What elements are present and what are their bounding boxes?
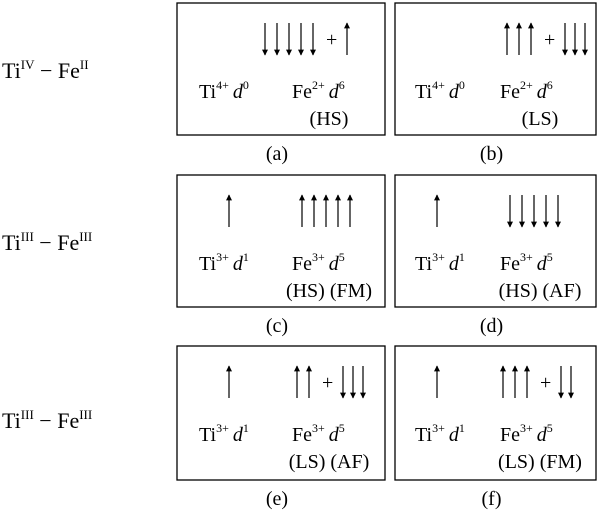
ti-ion-label-symbol: Ti <box>415 424 433 446</box>
spin-state-label: (HS) (AF) <box>499 280 582 302</box>
fe-ion-label-orbital: d <box>537 424 548 446</box>
spin-state-label: (LS) <box>522 108 559 130</box>
ti-ion-label-charge: 4+ <box>432 78 445 92</box>
panel-frame <box>176 345 386 481</box>
ti-ion-label-electrons: 1 <box>243 421 249 435</box>
ti-ion-label: Ti4+ d0 <box>415 78 465 103</box>
ti-ion-label-orbital: d <box>233 253 244 275</box>
fe-ion-label-charge: 2+ <box>520 78 533 92</box>
fe-ion-label-orbital: d <box>329 253 340 275</box>
fe-ion-label: Fe2+ d6 <box>500 78 553 103</box>
panel-caption: (f) <box>482 488 502 510</box>
fe-ion-label-symbol: Fe <box>500 253 520 275</box>
ti-ion-label-symbol: Ti <box>415 253 433 275</box>
fe-ion-label-charge: 2+ <box>312 78 325 92</box>
fe-ion-label: Fe3+ d5 <box>500 250 553 275</box>
ti-ion-label-charge: 3+ <box>432 250 445 264</box>
ti-ion-label-orbital: d <box>449 253 460 275</box>
spin-state-label: (LS) (FM) <box>498 451 582 473</box>
ti-ion-label-symbol: Ti <box>199 424 217 446</box>
plus-sign: + <box>540 372 551 394</box>
fe-ion-label: Fe3+ d5 <box>292 421 345 446</box>
fe-ion-label-orbital: d <box>329 81 340 103</box>
fe-ion-label-charge: 3+ <box>312 421 325 435</box>
fe-ion-label-electrons: 6 <box>547 78 553 92</box>
row-label-ti3-fe3-hs: TiIII − FeIII <box>2 229 92 255</box>
panel-frame <box>394 345 597 481</box>
ti-ion-label-orbital: d <box>449 81 460 103</box>
panel-caption: (b) <box>480 143 503 165</box>
panel-caption: (e) <box>266 488 288 510</box>
ti-ion-label-charge: 3+ <box>432 421 445 435</box>
spin-state-label: (HS) (FM) <box>286 280 372 302</box>
fe-ion-label-symbol: Fe <box>292 81 312 103</box>
plus-sign: + <box>326 29 337 51</box>
ti-ion-label-electrons: 1 <box>459 250 465 264</box>
fe-ion-label-charge: 3+ <box>520 421 533 435</box>
fe-ion-label-symbol: Fe <box>292 424 312 446</box>
panel-caption: (d) <box>480 315 503 337</box>
ti-ion-label-symbol: Ti <box>199 81 217 103</box>
fe-ion-label-charge: 3+ <box>312 250 325 264</box>
fe-ion-label-electrons: 6 <box>339 78 345 92</box>
ti-ion-label-charge: 4+ <box>216 78 229 92</box>
plus-sign: + <box>544 29 555 51</box>
fe-ion-label-orbital: d <box>329 424 340 446</box>
fe-ion-label: Fe2+ d6 <box>292 78 345 103</box>
fe-ion-label-symbol: Fe <box>500 424 520 446</box>
fe-ion-label: Fe3+ d5 <box>500 421 553 446</box>
ti-ion-label-charge: 3+ <box>216 421 229 435</box>
row-label-ti4-fe2: TiIV − FeII <box>2 57 89 83</box>
fe-ion-label-electrons: 5 <box>339 421 345 435</box>
panel-frame <box>394 174 597 308</box>
ti-ion-label-orbital: d <box>233 81 244 103</box>
ti-ion-label-electrons: 1 <box>459 421 465 435</box>
fe-ion-label-electrons: 5 <box>339 250 345 264</box>
ti-ion-label-symbol: Ti <box>199 253 217 275</box>
ti-ion-label-symbol: Ti <box>415 81 433 103</box>
ti-ion-label: Ti3+ d1 <box>199 421 249 446</box>
fe-ion-label-orbital: d <box>537 253 548 275</box>
fe-ion-label-charge: 3+ <box>520 250 533 264</box>
ti-ion-label: Ti3+ d1 <box>415 421 465 446</box>
fe-ion-label-orbital: d <box>537 81 548 103</box>
plus-sign: + <box>322 372 333 394</box>
row-label-ti3-fe3-ls: TiIII − FeIII <box>2 407 92 433</box>
ti-ion-label-electrons: 0 <box>459 78 465 92</box>
ti-ion-label-charge: 3+ <box>216 250 229 264</box>
ti-ion-label: Ti3+ d1 <box>199 250 249 275</box>
panel-caption: (a) <box>266 143 288 165</box>
panel-caption: (c) <box>266 315 288 337</box>
ti-ion-label-orbital: d <box>449 424 460 446</box>
ti-ion-label-orbital: d <box>233 424 244 446</box>
ti-ion-label: Ti4+ d0 <box>199 78 249 103</box>
fe-ion-label: Fe3+ d5 <box>292 250 345 275</box>
ti-ion-label-electrons: 0 <box>243 78 249 92</box>
fe-ion-label-electrons: 5 <box>547 250 553 264</box>
ti-ion-label: Ti3+ d1 <box>415 250 465 275</box>
fe-ion-label-symbol: Fe <box>500 81 520 103</box>
panel-frame <box>176 174 386 308</box>
panel-frame <box>394 2 597 136</box>
panel-frame <box>176 2 386 136</box>
spin-state-label: (HS) <box>310 108 349 130</box>
ti-ion-label-electrons: 1 <box>243 250 249 264</box>
fe-ion-label-symbol: Fe <box>292 253 312 275</box>
fe-ion-label-electrons: 5 <box>547 421 553 435</box>
row-labels: TiIV − FeII TiIII − FeIII TiIII − FeIII <box>2 57 92 433</box>
spin-state-label: (LS) (AF) <box>289 451 370 473</box>
